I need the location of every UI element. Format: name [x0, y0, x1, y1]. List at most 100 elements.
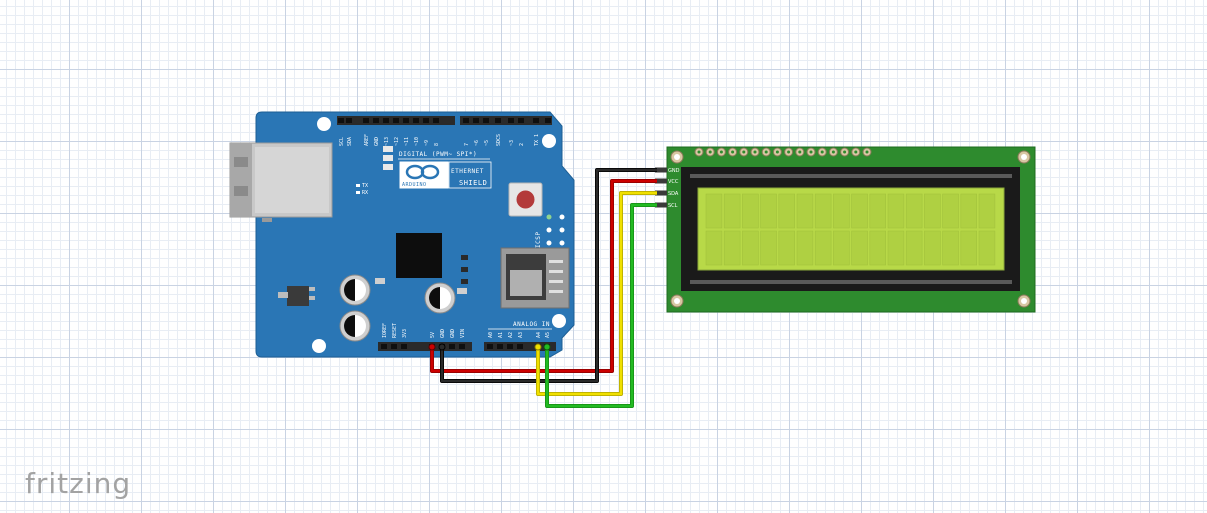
- lcd-mounting-hole: [1021, 298, 1027, 304]
- header-pin[interactable]: [473, 118, 479, 123]
- lcd-pin-pads: [694, 147, 872, 157]
- top-pin-label: ~10: [414, 137, 420, 146]
- header-pin[interactable]: [459, 344, 465, 349]
- header-pin[interactable]: [508, 118, 514, 123]
- analog-pin-label: A3: [518, 332, 524, 338]
- lcd-character-cell: [960, 193, 977, 229]
- header-pin[interactable]: [487, 344, 493, 349]
- header-pin[interactable]: [483, 118, 489, 123]
- header-pin[interactable]: [338, 118, 344, 123]
- lcd-character-cell: [851, 193, 868, 229]
- lcd-character-cell: [723, 230, 741, 266]
- lcd-character-cell: [924, 230, 941, 266]
- lcd-pin[interactable]: [655, 202, 667, 208]
- header-pin[interactable]: [449, 344, 455, 349]
- header-pin[interactable]: [401, 344, 407, 349]
- lcd-character-cell: [814, 230, 832, 266]
- header-pin[interactable]: [363, 118, 369, 123]
- header-pin[interactable]: [393, 118, 399, 123]
- header-pin[interactable]: [495, 118, 501, 123]
- header-pin[interactable]: [463, 118, 469, 123]
- lcd-pin[interactable]: [655, 190, 667, 196]
- header-pin[interactable]: [381, 344, 387, 349]
- fritzing-logo: fritzing: [25, 467, 131, 500]
- reset-button[interactable]: [508, 182, 543, 217]
- lcd-pad-hole: [809, 150, 813, 154]
- lcd-character-cell: [796, 193, 814, 229]
- header-pin[interactable]: [545, 118, 551, 123]
- lcd-pad-hole: [697, 150, 701, 154]
- wire-5v-vcc[interactable]: [430, 179, 657, 373]
- analog-pin-label: A4: [536, 332, 542, 338]
- top-pin-label: ~11: [404, 137, 410, 146]
- top-pin-label: GND: [374, 137, 380, 146]
- header-pin[interactable]: [373, 118, 379, 123]
- digital-header-label: DIGITAL (PWM~ SPI*): [399, 151, 477, 158]
- header-pin[interactable]: [391, 344, 397, 349]
- lcd-pad-hole: [775, 150, 779, 154]
- header-pin[interactable]: [423, 118, 429, 123]
- status-led: [383, 164, 393, 170]
- status-led: [383, 146, 393, 152]
- shield-name-box: [448, 161, 492, 189]
- lcd-pad-hole: [854, 150, 858, 154]
- analog-pin-label: A2: [508, 332, 514, 338]
- smd-component: [461, 279, 468, 284]
- rx-led: [356, 191, 360, 194]
- lcd-pin[interactable]: [655, 167, 667, 173]
- icsp-label: ICSP: [535, 232, 542, 248]
- top-pin-label: AREF: [364, 134, 370, 146]
- top-pin-label: 8: [434, 143, 440, 146]
- lcd-character-cell: [742, 230, 759, 266]
- lcd-pad-hole: [731, 150, 735, 154]
- header-pin[interactable]: [517, 344, 523, 349]
- lcd-character-grid: [705, 193, 996, 266]
- top-pin-label: 7: [464, 143, 470, 146]
- lcd-mounting-hole: [674, 298, 680, 304]
- header-pin[interactable]: [533, 118, 539, 123]
- lcd-character-cell: [723, 193, 741, 229]
- rx-label: RX: [362, 190, 368, 196]
- lcd-character-cell: [778, 230, 795, 266]
- mounting-hole: [312, 339, 326, 353]
- header-pin[interactable]: [518, 118, 524, 123]
- lcd-pin-label: VCC: [668, 179, 679, 185]
- lcd-character-cell: [869, 193, 886, 229]
- lcd-pin[interactable]: [655, 178, 667, 184]
- capacitor: [424, 282, 456, 314]
- lcd-character-cell: [924, 193, 941, 229]
- header-pin[interactable]: [433, 118, 439, 123]
- lcd-bezel-highlight: [690, 174, 1012, 178]
- mounting-hole: [552, 314, 566, 328]
- header-pin[interactable]: [497, 344, 503, 349]
- lcd-character-cell: [978, 193, 996, 229]
- power-pin-label: 5V: [430, 332, 436, 338]
- wire-end: [534, 343, 542, 351]
- smd-component: [457, 288, 467, 294]
- wire-a4-sda[interactable]: [536, 191, 657, 396]
- wire-end: [438, 343, 446, 351]
- capacitor: [339, 274, 371, 306]
- lcd-character-cell: [905, 230, 923, 266]
- top-pin-label: ~6: [474, 140, 480, 146]
- header-pin[interactable]: [383, 118, 389, 123]
- header-pin[interactable]: [346, 118, 352, 123]
- header-pin[interactable]: [413, 118, 419, 123]
- wire-a5-scl[interactable]: [545, 203, 657, 408]
- top-pin-label: SCL: [339, 137, 345, 146]
- power-pin-label: RESET: [392, 323, 398, 338]
- lcd-character-cell: [705, 193, 723, 229]
- analog-pin-label: A1: [498, 332, 504, 338]
- analog-pin-label: A5: [545, 332, 551, 338]
- lcd-character-cell: [760, 193, 777, 229]
- top-pin-label: ~12: [394, 137, 400, 146]
- header-pin[interactable]: [403, 118, 409, 123]
- header-pin[interactable]: [507, 344, 513, 349]
- top-pin-label: ~3: [509, 140, 515, 146]
- wire-end: [543, 343, 551, 351]
- wire-gnd-gnd[interactable]: [440, 168, 657, 383]
